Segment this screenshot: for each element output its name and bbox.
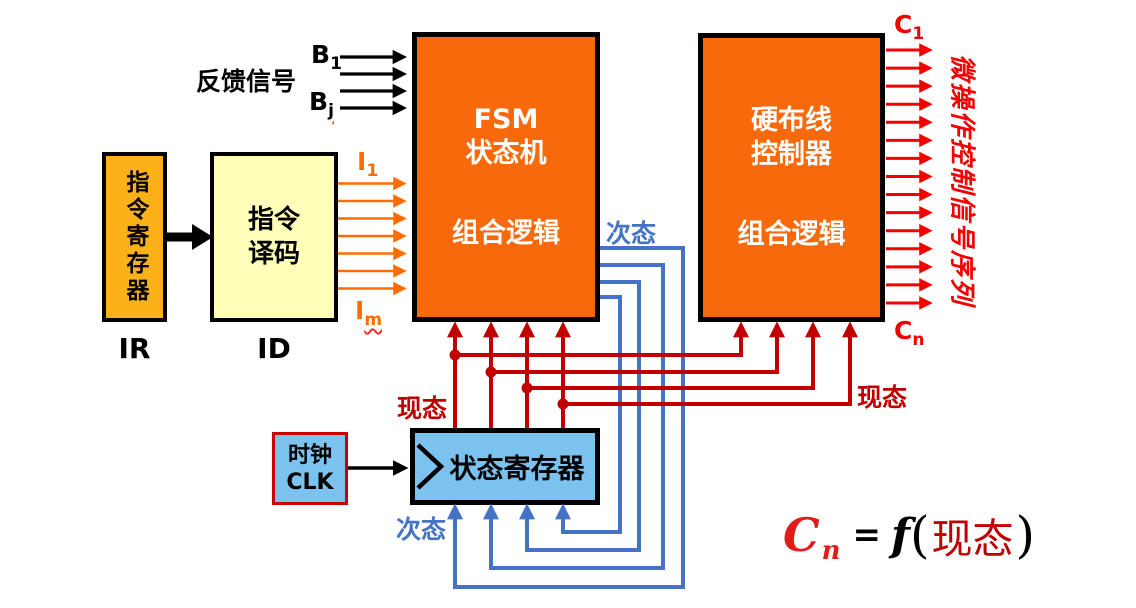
id-caption: ID bbox=[257, 332, 291, 365]
signal-cn-label: Cn bbox=[894, 316, 925, 350]
instruction-signal-arrows bbox=[338, 176, 407, 296]
instruction-register-label: 指令寄存器 bbox=[122, 169, 148, 305]
formula-lhs: C bbox=[783, 508, 820, 562]
ir-to-id-arrow bbox=[167, 224, 213, 250]
clock-label-line2: CLK bbox=[286, 469, 334, 495]
next-state-label-bottom: 次态 bbox=[396, 515, 447, 544]
instruction-register-box: 指令寄存器 bbox=[102, 152, 167, 322]
fsm-line2: 状态机 bbox=[465, 138, 547, 169]
feedback-signal-label: 反馈信号 bbox=[196, 67, 297, 96]
current-state-wires bbox=[447, 321, 858, 428]
state-register-box: 状态寄存器 bbox=[410, 428, 600, 505]
formula-argument: 现态 bbox=[931, 515, 1014, 563]
micro-op-output-label: 微操作控制信号序列 bbox=[946, 54, 977, 307]
decoder-label-line2: 译码 bbox=[247, 239, 300, 269]
formula-close-paren: ) bbox=[1015, 506, 1035, 564]
instruction-decoder-box: 指令 译码 bbox=[210, 152, 338, 322]
next-state-label-top: 次态 bbox=[606, 219, 657, 248]
formula-open-paren: ( bbox=[909, 506, 930, 564]
hw-line2: 控制器 bbox=[751, 138, 832, 170]
signal-im-label: Im bbox=[355, 296, 383, 330]
junction-dots bbox=[449, 349, 569, 410]
feedback-signal-arrows bbox=[340, 49, 408, 116]
decoder-label-line1: 指令 bbox=[247, 205, 300, 235]
formula: C n = f ( 现态 ) bbox=[783, 500, 1035, 570]
fsm-line1: FSM bbox=[473, 104, 539, 135]
fsm-logic-box: FSM 状态机 组合逻辑 bbox=[412, 32, 600, 322]
ir-caption: IR bbox=[118, 332, 151, 365]
current-state-label-right: 现态 bbox=[857, 383, 908, 412]
current-state-label-left: 现态 bbox=[397, 394, 448, 423]
formula-equals: = bbox=[852, 515, 882, 555]
signal-bj-label: Bj bbox=[309, 87, 334, 121]
hardwired-controller-box: 硬布线 控制器 组合逻辑 bbox=[698, 33, 885, 322]
clock-label-line1: 时钟 bbox=[287, 442, 332, 468]
signal-i1-label: I1 bbox=[357, 147, 379, 181]
signal-b1-label: B1 bbox=[311, 40, 342, 74]
clock-edge-icon bbox=[416, 443, 445, 490]
formula-lhs-sub: n bbox=[821, 536, 841, 566]
control-output-arrows bbox=[886, 43, 933, 310]
formula-function: f bbox=[891, 509, 910, 561]
hw-line1: 硬布线 bbox=[751, 104, 832, 136]
state-register-label: 状态寄存器 bbox=[449, 454, 585, 485]
signal-c1-label: C1 bbox=[894, 10, 925, 44]
clock-box: 时钟 CLK bbox=[272, 432, 348, 505]
fsm-line3: 组合逻辑 bbox=[452, 218, 560, 249]
hw-line3: 组合逻辑 bbox=[737, 218, 846, 250]
